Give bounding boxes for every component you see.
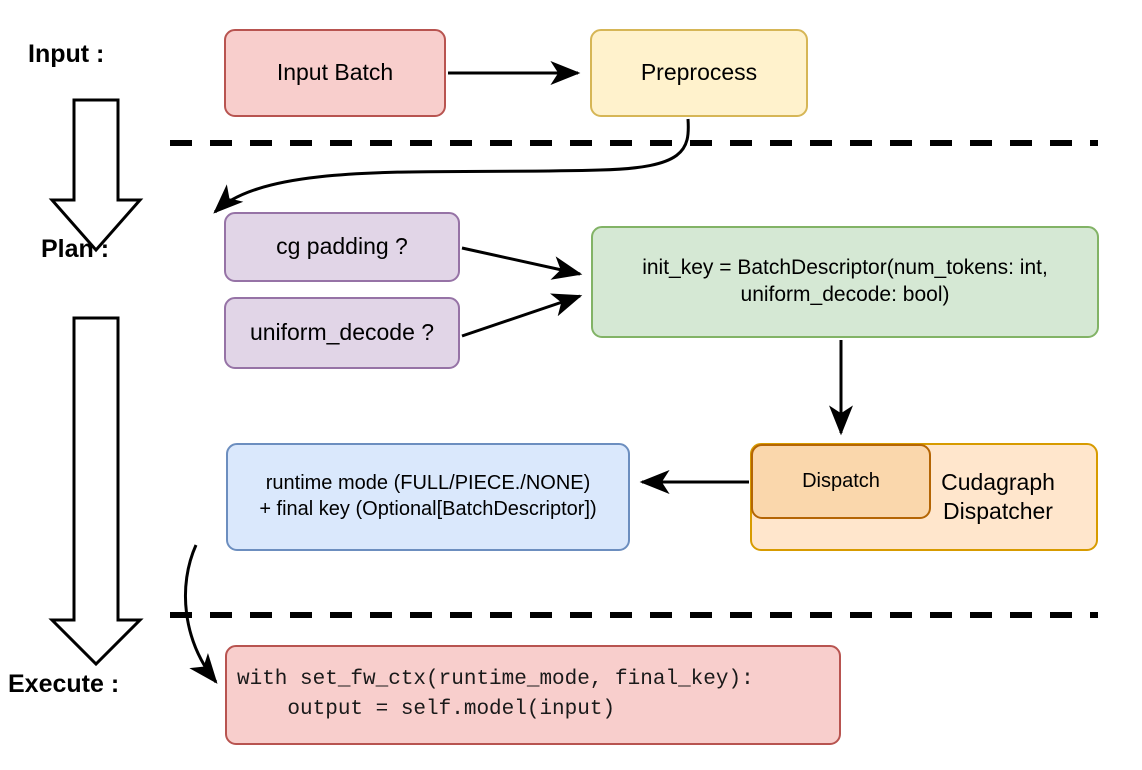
node-runtime-mode-line2: + final key (Optional[BatchDescriptor]) xyxy=(259,498,597,520)
stage-label-plan: Plan : xyxy=(41,235,110,263)
arrow-preprocess-to-plan xyxy=(213,118,690,214)
arrow-uniform-decode-to-init-key xyxy=(461,293,583,338)
arrow-cg-padding-to-init-key xyxy=(461,246,583,280)
node-execute-code[interactable]: with set_fw_ctx(runtime_mode, final_key)… xyxy=(225,645,841,745)
plan-to-execute-block-arrow xyxy=(48,316,144,667)
node-runtime-mode[interactable]: runtime mode (FULL/PIECE./NONE) + final … xyxy=(226,443,630,551)
arrow-runtime-mode-to-execute-code xyxy=(183,544,218,684)
node-init-key-line1: init_key = BatchDescriptor(num_tokens: i… xyxy=(642,256,1048,280)
node-runtime-mode-line1: runtime mode (FULL/PIECE./NONE) xyxy=(265,472,591,495)
node-uniform-decode[interactable]: uniform_decode ? xyxy=(224,297,460,369)
node-cg-padding[interactable]: cg padding ? xyxy=(224,212,460,282)
stage-label-execute: Execute : xyxy=(8,670,120,698)
input-to-plan-block-arrow xyxy=(48,98,144,253)
execute-code-line1: with set_fw_ctx(runtime_mode, final_key)… xyxy=(237,667,754,691)
node-input-batch[interactable]: Input Batch xyxy=(224,29,446,117)
node-preprocess[interactable]: Preprocess xyxy=(590,29,808,117)
stage-label-input: Input : xyxy=(28,40,105,68)
node-cudagraph-dispatcher-line1: Cudagraph xyxy=(941,468,1055,495)
node-init-key[interactable]: init_key = BatchDescriptor(num_tokens: i… xyxy=(591,226,1099,338)
node-cudagraph-dispatcher-line2: Dispatcher xyxy=(943,498,1053,524)
execute-code-line2: output = self.model(input) xyxy=(237,698,616,721)
node-init-key-line2: uniform_decode: bool) xyxy=(740,283,950,306)
node-dispatch[interactable]: Dispatch xyxy=(751,444,931,519)
